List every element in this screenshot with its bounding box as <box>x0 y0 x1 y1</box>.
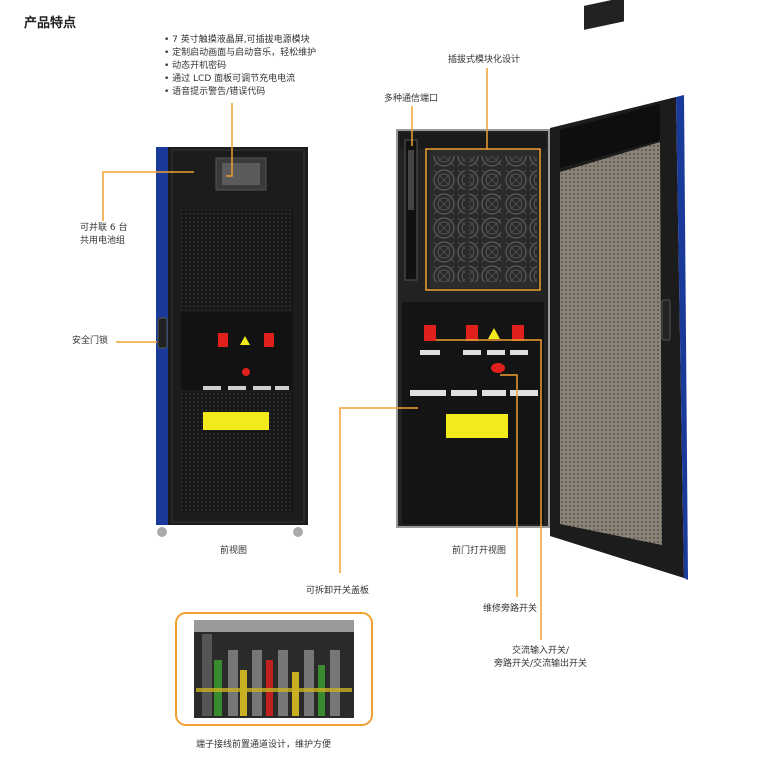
warning-label <box>203 412 269 430</box>
ac-switches-label: 交流输入开关/ 旁路开关/交流输出开关 <box>494 645 587 671</box>
switch-cover-label: 可拆卸开关盖板 <box>306 586 370 596</box>
terminal-inset <box>175 612 373 726</box>
upper-vent-mesh <box>181 210 293 310</box>
power-module <box>433 156 465 282</box>
modular-label: 插拔式模块化设计 <box>448 55 521 65</box>
callout-lines <box>102 68 542 640</box>
modular-highlight-box <box>425 148 541 291</box>
bypass-knob <box>242 368 250 376</box>
comm-port-label: 多种通信端口 <box>384 94 439 104</box>
breaker-switch <box>512 325 524 341</box>
callout-line <box>339 407 418 573</box>
feature-item: • 语音提示警告/错误代码 <box>164 87 266 97</box>
cabinet-foot <box>157 527 167 537</box>
lower-vent-mesh <box>181 392 293 512</box>
warning-label <box>446 414 508 438</box>
breaker-switch <box>218 333 228 347</box>
door-lock-icon <box>157 317 168 349</box>
front-view-caption: 前视图 <box>220 546 248 556</box>
front-cabinet <box>156 147 308 537</box>
warning-icon <box>488 328 500 339</box>
ac-switches-line: 交流输入开关/ <box>512 646 570 656</box>
page-title: 产品特点 <box>24 16 77 31</box>
callout-line <box>436 339 542 640</box>
parallel-label-line: 可并联 6 台 <box>80 223 128 233</box>
feature-item: • 定制启动画面与启动音乐，轻松维护 <box>164 48 317 58</box>
callout-line <box>102 171 194 221</box>
parallel-label-line: 共用电池组 <box>80 236 126 246</box>
door-mesh <box>560 142 662 545</box>
bypass-switch-label: 维修旁路开关 <box>483 604 538 614</box>
cabinet-foot <box>293 527 303 537</box>
breaker-switch <box>264 333 274 347</box>
lcd-screen <box>222 163 260 185</box>
warning-icon <box>240 336 250 345</box>
ac-switches-line: 旁路开关/交流输出开关 <box>494 659 588 669</box>
breaker-switch <box>466 325 478 341</box>
open-cabinet <box>396 0 688 580</box>
parallel-label: 可并联 6 台 共用电池组 <box>80 222 127 248</box>
breaker-switch <box>424 325 436 341</box>
terminal-caption: 端子接线前置通道设计，维护方便 <box>196 740 332 750</box>
front-open-view-caption: 前门打开视图 <box>452 546 507 556</box>
door-blue-edge <box>676 95 688 580</box>
callout-line <box>226 103 233 177</box>
bypass-knob <box>491 363 505 373</box>
power-module <box>505 156 537 282</box>
feature-item: • 动态开机密码 <box>164 61 227 71</box>
door-lock-label: 安全门锁 <box>72 336 109 346</box>
feature-list: • 7 英寸触摸液晶屏,可插拔电源模块 • 定制启动画面与启动音乐，轻松维护 •… <box>164 34 316 99</box>
power-module <box>469 156 501 282</box>
feature-item: • 通过 LCD 面板可调节充电电流 <box>164 74 296 84</box>
feature-item: • 7 英寸触摸液晶屏,可插拔电源模块 <box>164 35 310 45</box>
callout-line <box>500 374 518 597</box>
